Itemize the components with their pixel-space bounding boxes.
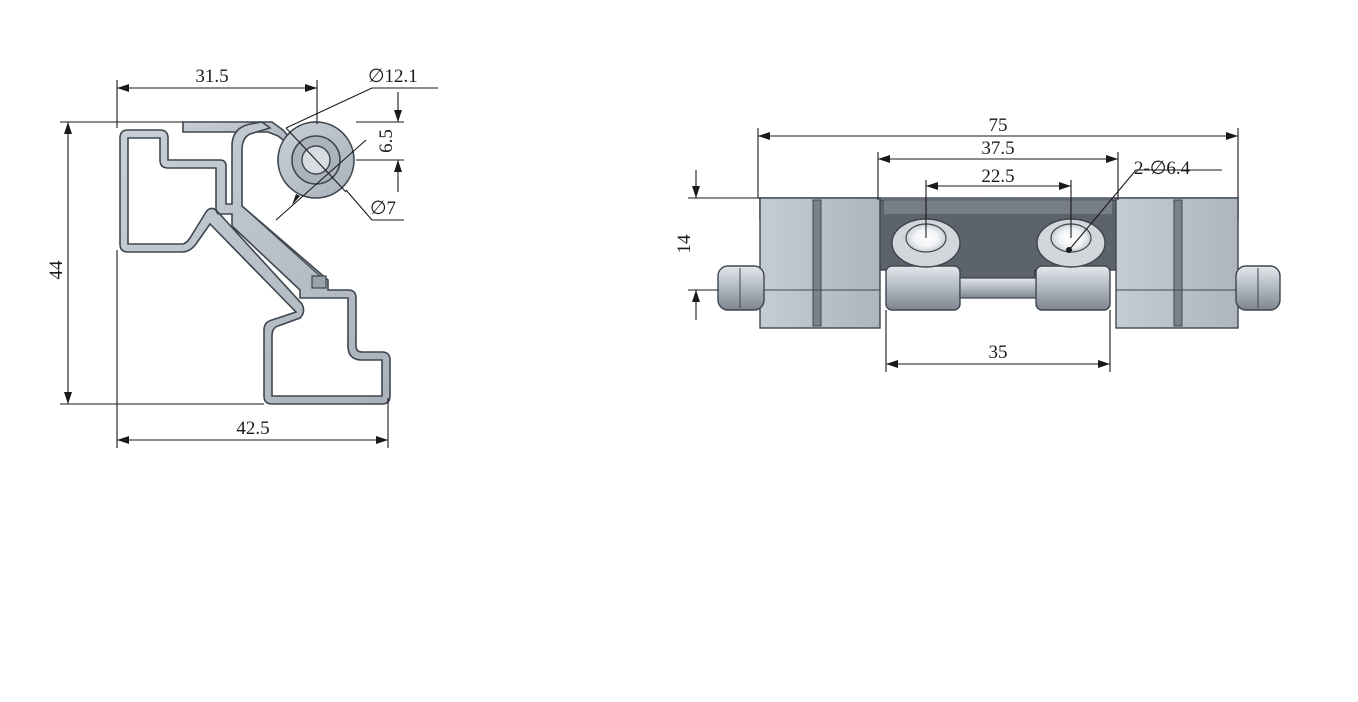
dim-inner-span: 22.5 <box>925 166 1072 238</box>
dim-hole-span: 37.5 <box>877 138 1119 200</box>
dim-thickness-label: 14 <box>674 234 695 254</box>
left-knuckle <box>885 265 961 311</box>
right-slot <box>1173 199 1183 327</box>
arm-edge <box>241 205 321 277</box>
dim-pin-diameter-label: ∅12.1 <box>368 66 418 87</box>
dim-pin-diameter: ∅12.1 <box>285 66 438 193</box>
dim-hole-span-label: 37.5 <box>981 138 1014 159</box>
dim-knuckle-span: 35 <box>885 310 1111 372</box>
dim-inner-diameter-label: ∅7 <box>370 198 396 219</box>
dim-height-label: 44 <box>46 260 67 280</box>
center-pin <box>959 277 1037 299</box>
side-view: 31.5 ∅12.1 6.5 ∅7 <box>46 66 438 448</box>
front-view: 75 37.5 22.5 2-∅6.4 <box>674 115 1281 372</box>
dim-bottom-width: 42.5 <box>116 250 389 448</box>
left-end-pin <box>717 265 765 311</box>
arm-tab <box>311 275 327 289</box>
dim-offset-label: 6.5 <box>376 129 397 153</box>
dim-knuckle-span-label: 35 <box>989 342 1008 363</box>
dim-inner-span-label: 22.5 <box>981 166 1014 187</box>
dim-total-length-label: 75 <box>989 115 1008 136</box>
dim-top-width-label: 31.5 <box>195 66 228 87</box>
left-slot <box>812 199 822 327</box>
dim-hole-callout: 2-∅6.4 <box>1066 158 1222 253</box>
dim-height: 44 <box>46 121 264 405</box>
dim-offset: 6.5 <box>356 92 404 192</box>
dim-bottom-width-label: 42.5 <box>236 418 269 439</box>
plate-recess-top <box>884 200 1112 214</box>
dim-thickness: 14 <box>674 170 760 320</box>
dim-hole-callout-label: 2-∅6.4 <box>1134 158 1191 179</box>
right-knuckle <box>1035 265 1111 311</box>
hinge-profile <box>119 121 391 405</box>
dim-total-length: 75 <box>757 115 1239 198</box>
dim-top-width: 31.5 <box>116 66 318 128</box>
dim-inner-diameter: ∅7 <box>275 139 404 221</box>
